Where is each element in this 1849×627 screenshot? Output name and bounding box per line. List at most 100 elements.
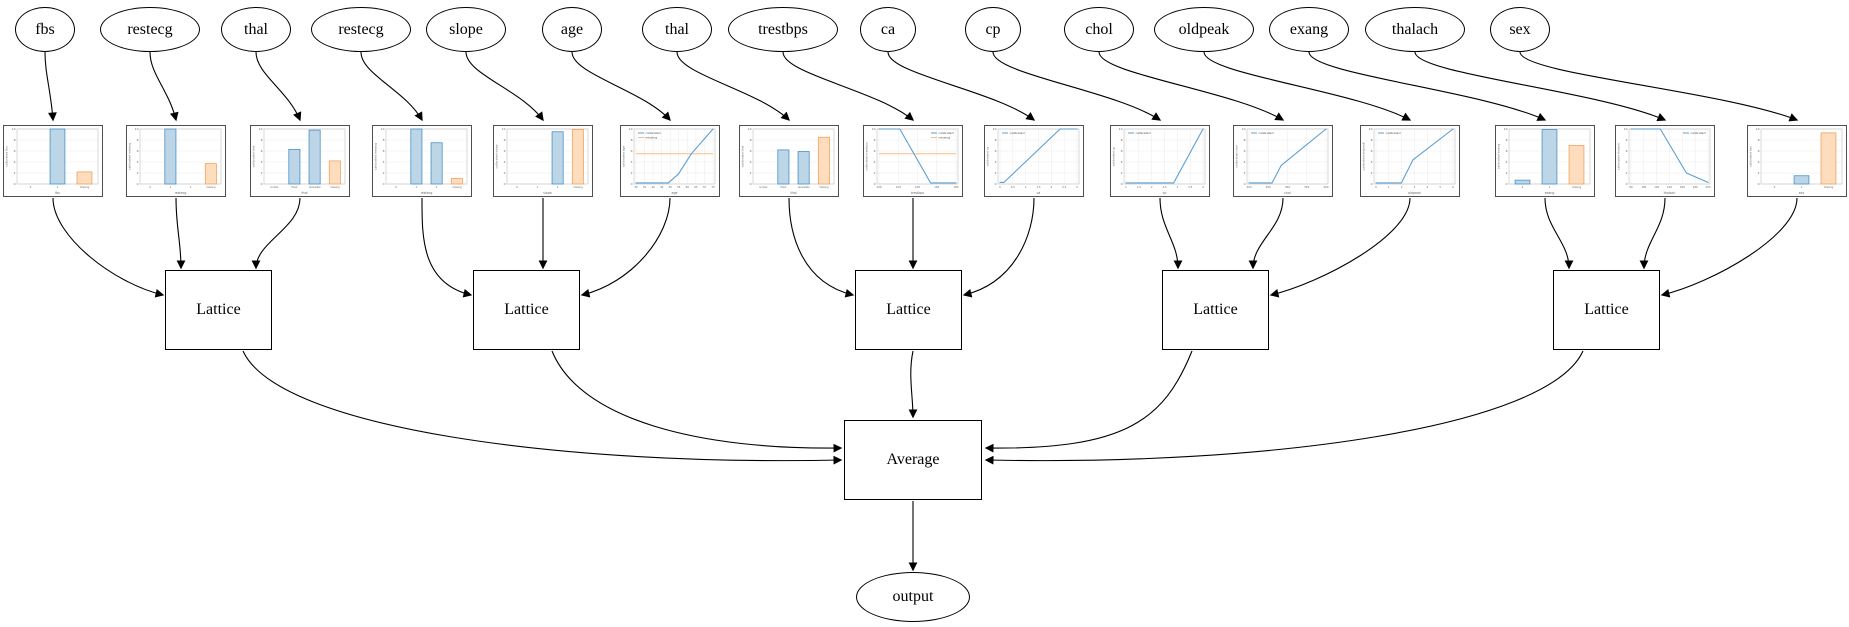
svg-text:0: 0 [1522, 186, 1524, 189]
lattice-label: Lattice [196, 301, 241, 318]
svg-text:4: 4 [261, 160, 263, 164]
lattice-node-0: Lattice [165, 270, 272, 350]
edge-restecg-to-calibrator [360, 51, 423, 122]
svg-text:missing: missing [646, 136, 658, 140]
feature-node-slope: slope [426, 7, 506, 52]
edge-lattice-0-to-average [242, 350, 843, 465]
svg-text:10: 10 [1369, 127, 1373, 131]
svg-text:2: 2 [631, 171, 633, 175]
svg-text:140: 140 [1667, 185, 1672, 189]
svg-text:8: 8 [261, 138, 263, 142]
svg-text:3: 3 [1414, 185, 1416, 189]
edge-sex-to-calibrator [1519, 51, 1799, 122]
svg-text:4: 4 [995, 160, 997, 164]
svg-text:1: 1 [1125, 185, 1127, 189]
svg-text:2: 2 [995, 171, 997, 175]
edge-lattice-2-to-average [908, 350, 918, 419]
svg-text:chol: chol [1284, 191, 1291, 195]
svg-text:thal: thal [790, 191, 796, 195]
svg-text:300: 300 [1285, 185, 1290, 189]
svg-text:6: 6 [383, 149, 385, 153]
edge-calibrator-restecg-to-lattice-0 [175, 197, 186, 270]
svg-text:calibrated: calibrated [939, 131, 954, 135]
edge-calibrator-exang-to-lattice-4 [1544, 197, 1574, 270]
edge-calibrator-cp-to-lattice-3 [1159, 197, 1183, 270]
svg-text:0: 0 [395, 186, 397, 189]
svg-text:normal: normal [270, 186, 279, 189]
edge-calibrator-fbs-to-lattice-0 [52, 197, 165, 298]
svg-text:1: 1 [1549, 186, 1551, 189]
feature-node-exang: exang [1269, 7, 1349, 52]
svg-text:calibrated slope: calibrated slope [495, 144, 499, 168]
svg-text:trestbps: trestbps [911, 191, 924, 195]
svg-text:reversible: reversible [309, 186, 321, 189]
svg-text:6: 6 [1626, 149, 1628, 153]
svg-text:3: 3 [1177, 185, 1179, 189]
feature-node-sex: sex [1490, 7, 1550, 52]
svg-text:missing: missing [573, 186, 583, 189]
svg-text:65: 65 [694, 185, 698, 189]
edge-restecg-to-calibrator [149, 51, 179, 122]
svg-text:2: 2 [1051, 185, 1053, 189]
svg-text:10: 10 [993, 127, 997, 131]
svg-text:8: 8 [137, 138, 139, 142]
svg-text:2: 2 [137, 171, 139, 175]
svg-text:2: 2 [557, 186, 559, 189]
svg-text:2: 2 [1758, 171, 1760, 175]
svg-text:thal: thal [301, 191, 307, 195]
feature-label: ca [880, 20, 896, 38]
edge-cp-to-calibrator [992, 51, 1162, 121]
svg-text:4: 4 [137, 160, 139, 164]
svg-text:restecg: restecg [421, 191, 433, 195]
svg-text:2: 2 [261, 171, 263, 175]
edge-thal-to-calibrator [255, 51, 302, 122]
svg-text:0: 0 [995, 182, 997, 186]
svg-text:calibrated thal: calibrated thal [741, 145, 745, 167]
svg-text:calibrated: calibrated [1386, 131, 1401, 135]
svg-text:70: 70 [703, 185, 707, 189]
lattice-node-4: Lattice [1553, 270, 1660, 350]
svg-text:4: 4 [874, 160, 876, 164]
svg-text:0: 0 [383, 182, 385, 186]
svg-text:calibrated cp: calibrated cp [1112, 147, 1116, 167]
svg-text:0: 0 [1774, 186, 1776, 189]
svg-text:calibrated: calibrated [1691, 131, 1706, 135]
feature-node-fbs: fbs [15, 7, 75, 52]
svg-text:exang: exang [1545, 191, 1555, 195]
average-label: Average [886, 451, 940, 468]
svg-text:4: 4 [1506, 160, 1508, 164]
svg-text:75: 75 [711, 185, 715, 189]
svg-text:6: 6 [504, 149, 506, 153]
svg-text:missing: missing [452, 186, 462, 189]
svg-text:2: 2 [1244, 171, 1246, 175]
feature-node-thal: thal [221, 7, 291, 52]
svg-text:80: 80 [1629, 185, 1633, 189]
svg-text:2: 2 [1371, 171, 1373, 175]
feature-node-cp: cp [965, 7, 1021, 52]
svg-text:0: 0 [1121, 182, 1123, 186]
svg-text:thalach: thalach [1664, 191, 1676, 195]
feature-label: fbs [35, 20, 55, 38]
edge-calibrator-thalach-to-lattice-4 [1639, 197, 1666, 270]
lattice-node-1: Lattice [473, 270, 580, 350]
svg-text:200: 200 [1706, 185, 1711, 189]
svg-text:10: 10 [748, 127, 752, 131]
lattice-node-2: Lattice [855, 270, 962, 350]
svg-text:2: 2 [1626, 171, 1628, 175]
svg-text:ca: ca [1037, 191, 1041, 195]
lattice-node-3: Lattice [1162, 270, 1269, 350]
svg-text:4: 4 [383, 160, 385, 164]
svg-text:missing: missing [1824, 186, 1834, 189]
svg-text:10: 10 [872, 127, 876, 131]
svg-text:calibrated ca: calibrated ca [986, 147, 990, 167]
svg-text:2: 2 [190, 186, 192, 189]
svg-text:missing: missing [939, 136, 951, 140]
svg-text:calibrated fbs: calibrated fbs [5, 146, 9, 167]
svg-text:4: 4 [14, 160, 16, 164]
